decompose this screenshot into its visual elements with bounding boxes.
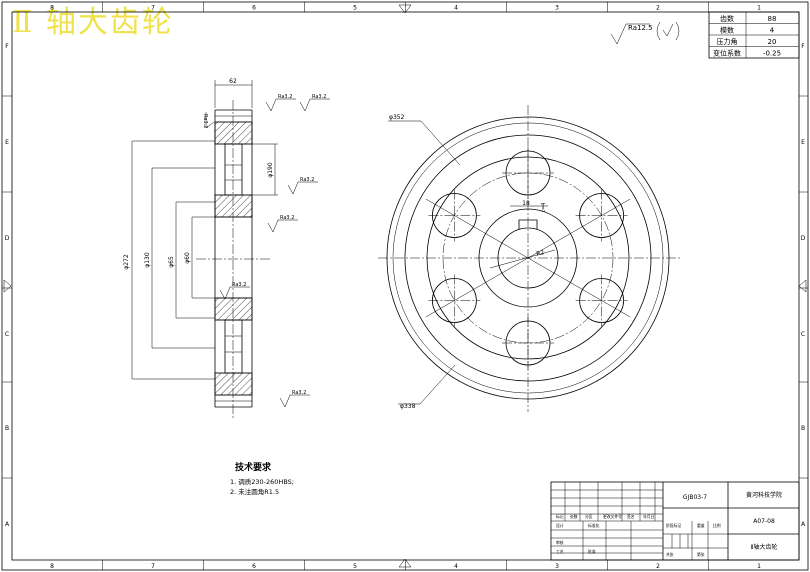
roughness-label: Ra3.2	[278, 94, 292, 100]
column-number: 6	[252, 5, 256, 12]
column-number: 2	[656, 563, 660, 570]
sheet-number: A07-08	[753, 518, 775, 525]
school-name: 黄河科技学院	[746, 491, 782, 499]
column-number: 8	[50, 5, 54, 12]
dim-root: φ338	[400, 403, 416, 410]
tb-cell: 标准化	[588, 523, 600, 528]
dim-bore-radius: R2	[536, 249, 546, 258]
column-number: 2	[656, 5, 660, 12]
tb-cell: 第张	[697, 552, 705, 557]
param-label: 压力角	[717, 37, 738, 46]
roughness-label: Ra3.2	[300, 177, 314, 183]
roughness-label: Ra3.2	[312, 94, 326, 100]
row-letter: C	[801, 331, 805, 338]
hub-section-bottom	[214, 297, 253, 321]
column-number: 6	[252, 563, 256, 570]
column-labels: 8 8 7 7 6 6 5 5 4 4 3 3 2 2 1 1	[50, 5, 761, 571]
row-letter: A	[801, 521, 806, 528]
column-number: 8	[50, 563, 54, 570]
row-letter: B	[5, 425, 9, 432]
roughness-label: Ra3.2	[292, 390, 306, 396]
tech-requirements: 技术要求 1. 调质230-260HBS; 2. 未注圆角R1.5	[230, 461, 294, 496]
tb-cell: 年月日	[643, 514, 655, 519]
column-number: 7	[151, 563, 155, 570]
param-value: -0.25	[763, 50, 781, 58]
tb-cell: 审核	[556, 540, 564, 545]
param-value: 88	[768, 15, 777, 23]
tb-cell: 标记	[556, 514, 564, 519]
tb-cell: 设计	[556, 523, 564, 528]
row-letter: F	[801, 43, 805, 50]
row-labels: F F E E D D C C B B A A	[5, 43, 806, 528]
gear-parameter-table: 齿数 88 模数 4 压力角 20 变位系数 -0.25	[708, 11, 800, 59]
rim-section-bottom	[214, 372, 253, 396]
column-number: 5	[353, 5, 357, 12]
tb-cell: 阶段标记	[666, 523, 681, 528]
general-roughness-symbol: Ra12.5	[610, 21, 680, 45]
dim-hub-outer: φ130	[144, 252, 151, 268]
tech-req-item: 1. 调质230-260HBS;	[230, 477, 294, 486]
dim-tip: φ352	[389, 114, 405, 121]
row-letter: B	[801, 425, 805, 432]
hub-section-top	[214, 194, 253, 218]
column-number: 4	[454, 563, 458, 570]
dim-keyway-depth: t=4	[541, 203, 547, 212]
dim-holes: φ60	[184, 252, 191, 264]
column-number: 1	[757, 5, 761, 12]
dim-keyway: 18	[522, 200, 530, 207]
roughness-label: Ra3.2	[280, 215, 294, 221]
dim-width: 62	[229, 78, 237, 85]
row-letter: A	[5, 521, 10, 528]
param-label: 齿数	[720, 14, 734, 23]
tb-cell: 比例	[713, 523, 721, 528]
row-letter: E	[801, 139, 805, 146]
column-number: 4	[454, 5, 458, 12]
dim-bore: φ65	[168, 256, 175, 268]
roughness-label: Ra3.2	[202, 114, 208, 128]
tech-req-item: 2. 未注圆角R1.5	[230, 487, 279, 496]
param-value: 4	[770, 27, 775, 35]
param-label: 模数	[720, 26, 734, 35]
tb-cell: 签名	[627, 514, 635, 519]
tb-cell: 更改文件号	[603, 514, 622, 519]
tb-cell: 处数	[570, 514, 578, 519]
tb-cell: 工艺	[556, 549, 564, 554]
general-roughness-label: Ra12.5	[628, 24, 653, 32]
tb-cell: 批准	[588, 549, 596, 554]
column-number: 3	[555, 563, 559, 570]
row-letter: C	[5, 331, 9, 338]
param-value: 20	[768, 38, 777, 46]
drawing-title: Ⅱ 轴大齿轮	[12, 5, 174, 40]
column-number: 5	[353, 563, 357, 570]
row-letter: D	[5, 235, 10, 242]
roughness-label: Ra3.2	[232, 282, 246, 288]
row-letter: E	[5, 139, 9, 146]
tech-req-title: 技术要求	[235, 461, 272, 473]
part-name: Ⅱ轴大齿轮	[751, 543, 778, 551]
column-number: 3	[555, 5, 559, 12]
dim-ring: φ272	[123, 254, 130, 270]
tb-cell: 重量	[697, 523, 705, 528]
tb-cell: 分区	[585, 514, 593, 519]
row-letter: F	[5, 43, 9, 50]
dim-hole-center: φ190	[267, 162, 274, 178]
param-label: 变位系数	[713, 49, 741, 58]
rim-section-top	[214, 121, 253, 145]
front-view: φ352 φ338 18 t=4 R2	[378, 105, 680, 412]
tb-cell: 共张	[666, 552, 674, 557]
column-number: 1	[757, 563, 761, 570]
title-block: GJB03-7 黄河科技学院 A07-08 Ⅱ轴大齿轮 标记 处数 分区 更改文…	[550, 481, 800, 561]
column-number: 7	[151, 5, 155, 12]
drawing-number: GJB03-7	[683, 494, 707, 501]
row-letter: D	[801, 235, 806, 242]
